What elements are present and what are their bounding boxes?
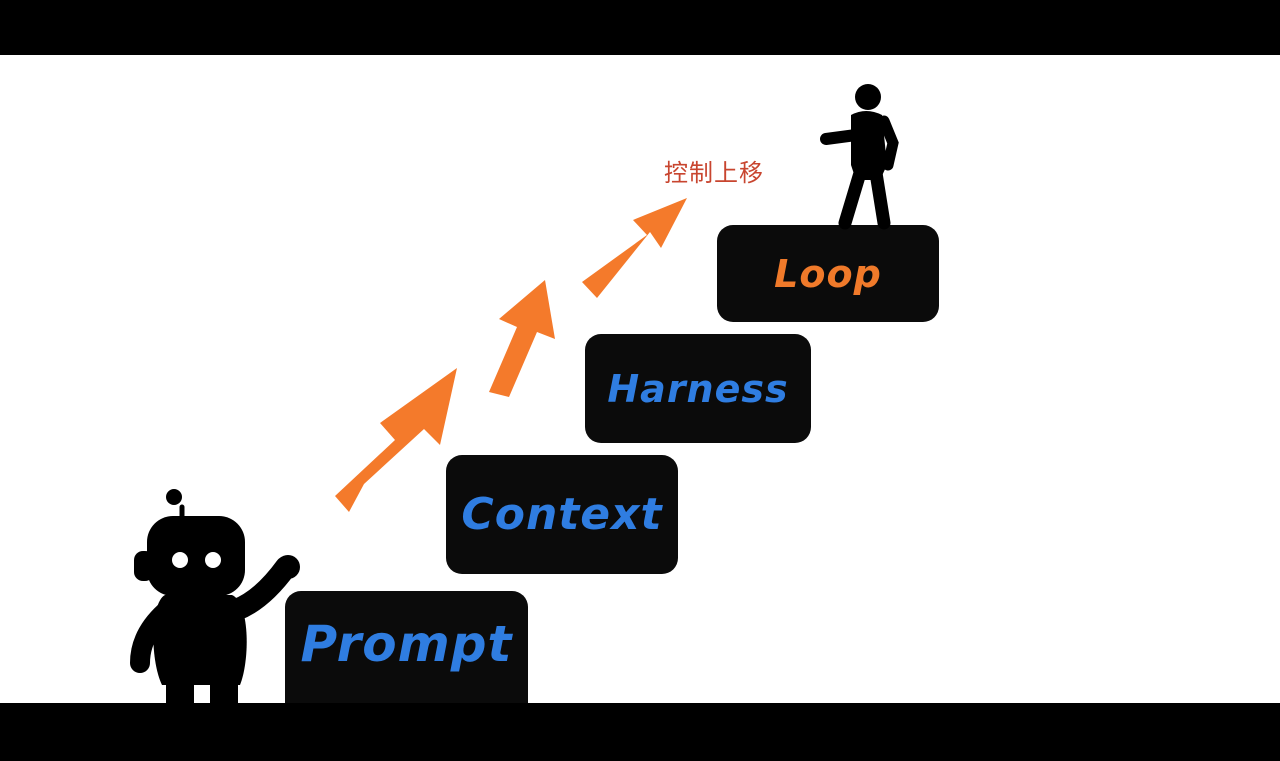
up-arrow-icon	[582, 198, 687, 298]
step-label-harness: Harness	[607, 366, 789, 411]
robot-icon	[130, 489, 300, 703]
step-label-loop: Loop	[774, 251, 882, 296]
up-arrow-icon	[489, 280, 555, 397]
slide: Prompt Context Harness Loop 控制上移	[0, 55, 1280, 703]
step-label-context: Context	[461, 489, 663, 540]
letterbox-bottom	[0, 703, 1280, 761]
step-loop: Loop	[717, 225, 939, 322]
letterbox-top	[0, 0, 1280, 55]
step-context: Context	[446, 455, 678, 574]
step-harness: Harness	[585, 334, 811, 443]
diagram-graphics	[130, 84, 899, 703]
person-icon	[820, 84, 899, 230]
step-label-prompt: Prompt	[300, 615, 513, 673]
up-arrow-icon	[335, 368, 457, 512]
caption-control-up: 控制上移	[664, 159, 764, 187]
step-prompt: Prompt	[285, 591, 528, 703]
